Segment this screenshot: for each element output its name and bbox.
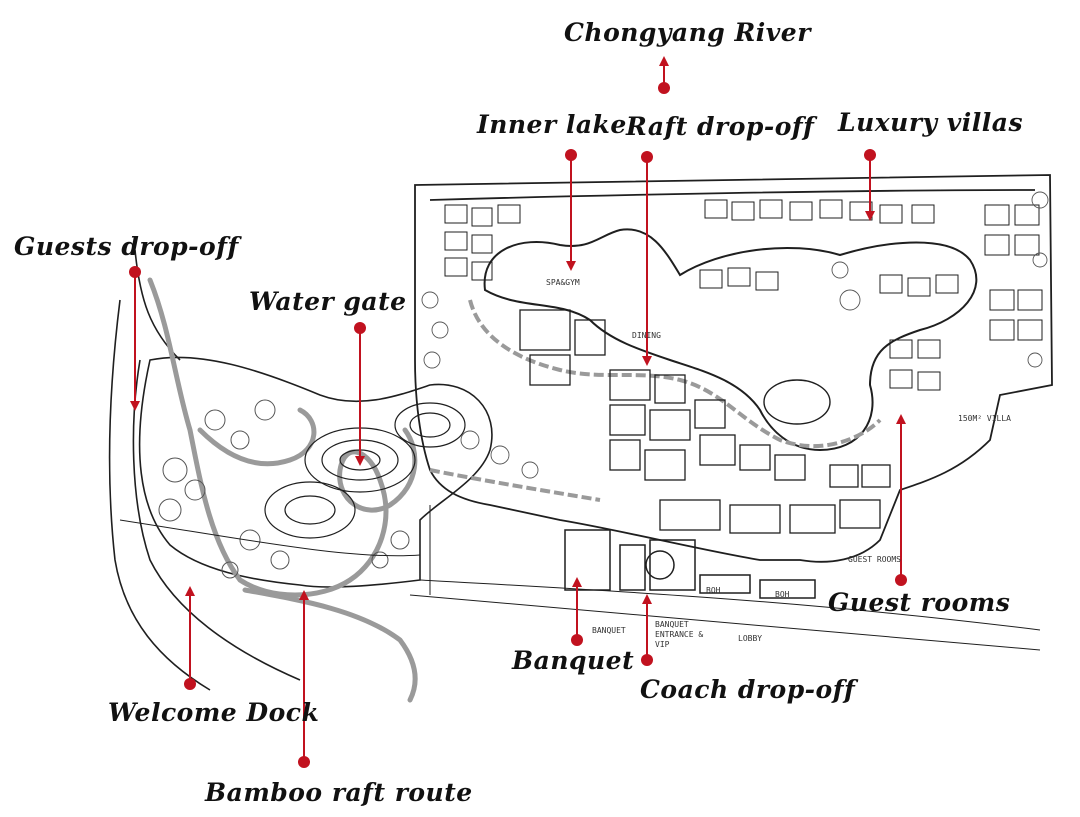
bamboo-raft-route-path [147, 277, 418, 703]
callout-banquet: Banquet [512, 646, 635, 675]
note-banquet: BANQUET [592, 626, 626, 635]
villa-buildings [444, 199, 1043, 391]
arrow-head-icon [130, 56, 906, 604]
tree-clusters-west [158, 399, 410, 579]
callout-coach-drop-off: Coach drop-off [640, 675, 856, 704]
callout-raft-drop-off: Raft drop-off [626, 112, 815, 141]
callout-chongyang-river: Chongyang River [564, 18, 811, 47]
inner-lake-island [763, 379, 831, 425]
note-guest-rooms: GUEST ROOMS [848, 555, 901, 564]
note-banquet-entrance: BANQUET ENTRANCE & VIP [655, 620, 704, 649]
red-dot-icon [129, 82, 907, 768]
note-dining: DINING [632, 331, 661, 340]
note-boh-2: BOH [775, 590, 790, 599]
note-villa: 150M² VILLA [958, 414, 1011, 423]
central-buildings [519, 309, 891, 534]
note-spa-gym: SPA&GYM [546, 278, 580, 287]
note-boh-1: BOH [706, 586, 721, 595]
callout-welcome-dock: Welcome Dock [108, 698, 320, 727]
inner-lake-sketch [483, 228, 978, 452]
callout-guest-rooms: Guest rooms [828, 588, 1011, 617]
callout-water-gate: Water gate [249, 287, 407, 316]
tree-clusters-east [421, 191, 1049, 479]
callout-luxury-villas: Luxury villas [838, 108, 1024, 137]
water-gate-sketch [264, 402, 466, 539]
roads [119, 505, 1041, 651]
callout-pointers [134, 62, 902, 762]
callout-guests-drop-off: Guests drop-off [14, 232, 239, 261]
note-lobby: LOBBY [738, 634, 763, 643]
main-site-outline [414, 174, 1053, 563]
south-buildings [564, 529, 816, 599]
callout-inner-lake: Inner lake [477, 110, 627, 139]
east-route-path [429, 299, 882, 502]
callout-bamboo-raft-route: Bamboo raft route [205, 778, 473, 807]
